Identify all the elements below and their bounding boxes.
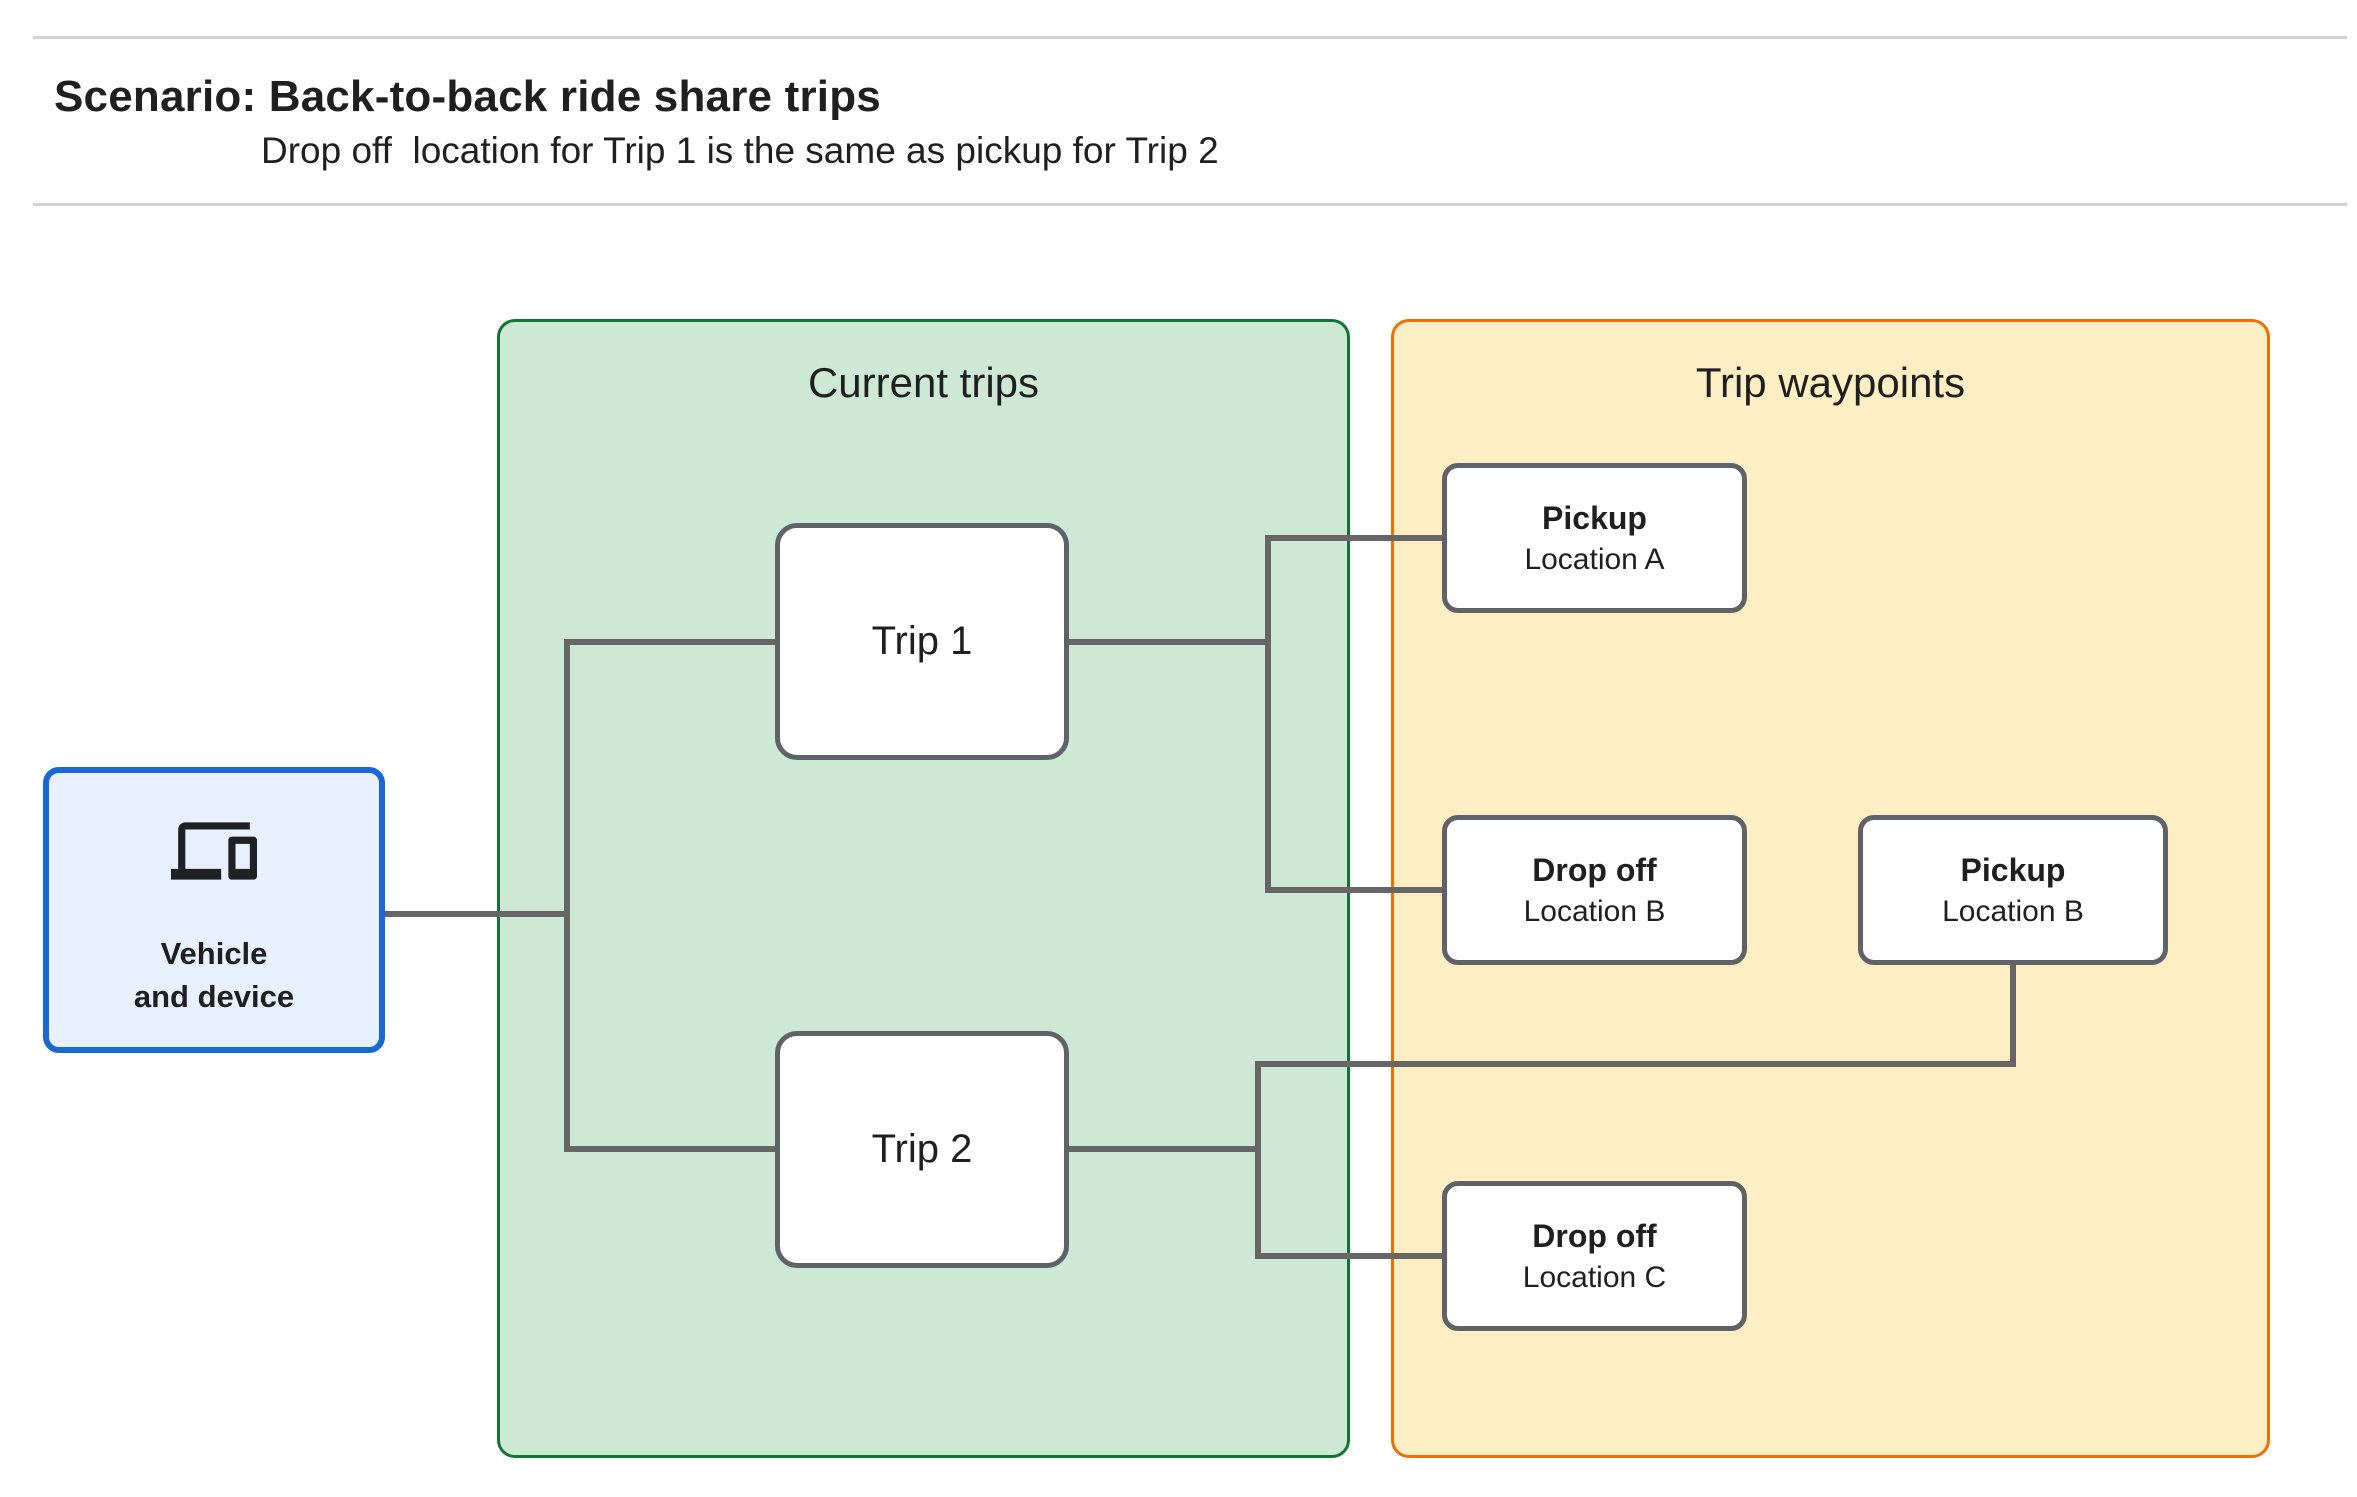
- waypoint-dropoff-b-node: Drop off Location B: [1442, 815, 1747, 965]
- panel-current-trips: Current trips: [497, 319, 1350, 1458]
- connector-to-dropoff-b: [1265, 887, 1442, 893]
- connector-to-trip1: [564, 639, 775, 645]
- waypoint-dropoff-c-node: Drop off Location C: [1442, 1181, 1747, 1331]
- trip-2-node: Trip 2: [775, 1031, 1069, 1268]
- connector-vehicle-out: [383, 911, 570, 917]
- connector-trip1-out: [1069, 639, 1271, 645]
- trip-2-label: Trip 2: [871, 1127, 973, 1171]
- waypoint-pickup-b-node: Pickup Location B: [1858, 815, 2168, 965]
- waypoint-pickup-a-node: Pickup Location A: [1442, 463, 1747, 613]
- waypoint-pickup-b-type: Pickup: [1960, 852, 2066, 888]
- connector-to-trip2: [564, 1146, 775, 1152]
- waypoint-pickup-b-location: Location B: [1942, 895, 2084, 928]
- top-divider: [33, 36, 2347, 39]
- trip-1-label: Trip 1: [871, 619, 973, 663]
- page-subtitle: Drop off location for Trip 1 is the same…: [261, 130, 1219, 171]
- panel-current-trips-title: Current trips: [807, 359, 1040, 406]
- devices-icon: [171, 808, 257, 894]
- header-divider: [33, 203, 2347, 206]
- connector-trunk-trip2: [1255, 1061, 1261, 1259]
- connector-trip2-out: [1069, 1146, 1261, 1152]
- connector-pickup-b-down: [2010, 963, 2016, 1067]
- vehicle-node-label: Vehicle and device: [133, 936, 295, 1014]
- waypoint-dropoff-b-type: Drop off: [1532, 852, 1657, 888]
- connector-to-pickup-a: [1265, 535, 1442, 541]
- trip-1-node: Trip 1: [775, 523, 1069, 760]
- waypoint-dropoff-c-type: Drop off: [1532, 1218, 1657, 1254]
- waypoint-pickup-a-type: Pickup: [1542, 500, 1647, 536]
- waypoint-pickup-a-location: Location A: [1524, 543, 1665, 576]
- connector-to-pickup-b: [1255, 1061, 2016, 1067]
- waypoint-dropoff-c-location: Location C: [1522, 1261, 1667, 1294]
- page-title: Scenario: Back-to-back ride share trips: [54, 72, 881, 121]
- connector-to-dropoff-c: [1255, 1253, 1442, 1259]
- vehicle-and-device-node: Vehicle and device: [43, 767, 385, 1053]
- connector-trunk-trip1: [1265, 535, 1271, 893]
- waypoint-dropoff-b-location: Location B: [1523, 895, 1666, 928]
- connector-trunk-vehicle: [564, 639, 570, 1152]
- panel-trip-waypoints-title: Trip waypoints: [1695, 359, 1966, 406]
